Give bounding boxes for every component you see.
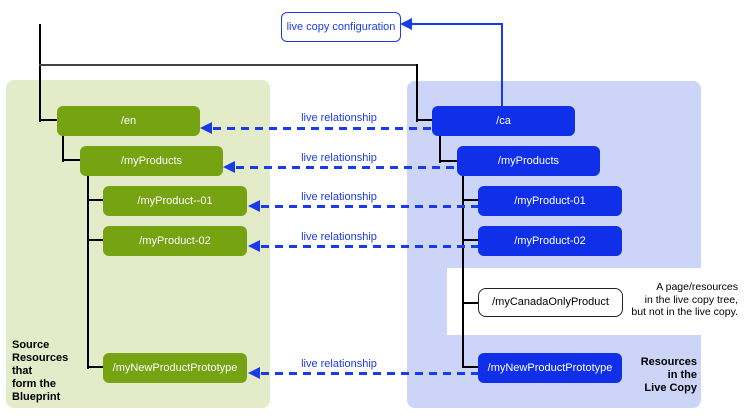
tree-stub-canadaonly — [462, 302, 479, 304]
tree-stub-myproduct02-right — [462, 239, 479, 241]
livecopy-node-ca: /ca — [432, 106, 575, 136]
tree-stub-myproducts-left — [62, 159, 80, 161]
blueprint-node-myproduct02: /myProduct-02 — [103, 226, 247, 256]
canada-only-note: A page/resources in the live copy tree, … — [631, 281, 738, 318]
blueprint-node-newproductprototype: /myNewProductPrototype — [103, 353, 247, 383]
tree-stub-myproduct01-left — [87, 199, 103, 201]
tree-stub-myproducts-right — [439, 160, 458, 162]
config-connector-horizontal — [410, 23, 503, 25]
arrowhead-left-icon — [248, 240, 260, 252]
arrowhead-left-icon — [248, 200, 260, 212]
tree-line-ca-down — [439, 136, 441, 163]
tree-stub-prototype-left — [87, 366, 103, 368]
live-relationship-arrow-myproduct01 — [261, 205, 478, 208]
blueprint-node-myproduct01: /myProduct--01 — [103, 186, 247, 216]
blueprint-node-myproducts: /myProducts — [80, 146, 223, 176]
tree-stub-en — [39, 119, 57, 121]
live-relationship-label: live relationship — [301, 152, 377, 164]
live-relationship-label: live relationship — [301, 358, 377, 370]
live-relationship-label: live relationship — [301, 112, 377, 124]
live-relationship-label: live relationship — [301, 231, 377, 243]
tree-stub-prototype-right — [462, 366, 479, 368]
tree-line-top-horizontal — [39, 64, 418, 66]
tree-stub-ca — [416, 119, 433, 121]
arrowhead-left-icon — [200, 122, 212, 134]
live-relationship-label: live relationship — [301, 191, 377, 203]
arrowhead-left-icon — [223, 161, 235, 173]
live-relationship-arrow-myproducts — [236, 166, 457, 169]
config-arrowhead-left-icon — [400, 18, 412, 30]
tree-line-ca-vertical — [416, 64, 418, 122]
arrowhead-left-icon — [248, 367, 260, 379]
livecopy-node-canadaonlyproduct: /myCanadaOnlyProduct — [478, 288, 623, 317]
blueprint-caption: Source Resources that form the Blueprint — [12, 339, 69, 403]
live-copy-configuration-box: live copy configuration — [281, 12, 401, 42]
livecopy-node-myproduct02: /myProduct-02 — [478, 226, 622, 256]
livecopy-node-myproduct01: /myProduct-01 — [478, 186, 622, 216]
blueprint-node-en: /en — [57, 106, 200, 136]
live-relationship-arrow-en — [213, 127, 432, 130]
tree-line-root-vertical — [39, 24, 41, 122]
livecopy-node-newproductprototype: /myNewProductPrototype — [478, 353, 622, 383]
tree-line-myproducts-left-down — [87, 176, 89, 369]
tree-line-en-down — [62, 136, 64, 162]
livecopy-node-myproducts: /myProducts — [457, 146, 600, 176]
config-connector-vertical — [501, 23, 503, 107]
livecopy-caption: Resources in the Live Copy — [640, 356, 697, 394]
tree-line-myproducts-right-down — [462, 176, 464, 368]
live-relationship-arrow-prototype — [261, 372, 478, 375]
live-relationship-arrow-myproduct02 — [261, 245, 478, 248]
tree-stub-myproduct02-left — [87, 239, 103, 241]
tree-stub-myproduct01-right — [462, 199, 479, 201]
